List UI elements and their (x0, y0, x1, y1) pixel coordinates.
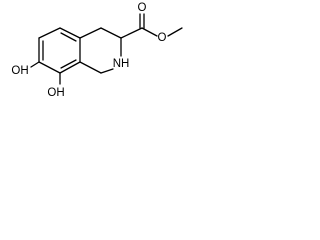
ester-oxygen-label: O (158, 32, 167, 44)
hydroxyl-label-c7: OH (11, 65, 28, 77)
bond-c1-c8a (79, 61, 102, 74)
bond-c3-carbonyl (120, 27, 143, 39)
double-bond-inner-1 (60, 32, 77, 42)
bond-c7-oh (30, 61, 40, 68)
chemical-structure: OH OH NH O O (11, 2, 183, 99)
bond-c8-c7 (38, 61, 61, 74)
carbonyl-oxygen-label: O (138, 2, 147, 14)
bond-c6-c5 (38, 27, 61, 39)
tetrahydro-ring (79, 27, 122, 74)
bond-n2-c1 (100, 68, 114, 74)
bond-c5-c4a (59, 27, 81, 39)
bond-ester-o-methyl (167, 27, 183, 37)
bond-c4a-c4 (79, 27, 102, 39)
benzene-ring (38, 27, 81, 74)
hydroxyl-label-c8: OH (47, 87, 64, 99)
ester-group (120, 13, 183, 39)
bond-c8a-c8 (59, 61, 81, 74)
bond-carbonyl-ester-o (141, 27, 158, 37)
bond-c4-c3 (100, 27, 122, 39)
amine-nh-label: NH (113, 58, 130, 70)
hydroxyl-bonds (30, 61, 61, 85)
double-bond-inner-2 (60, 59, 77, 69)
